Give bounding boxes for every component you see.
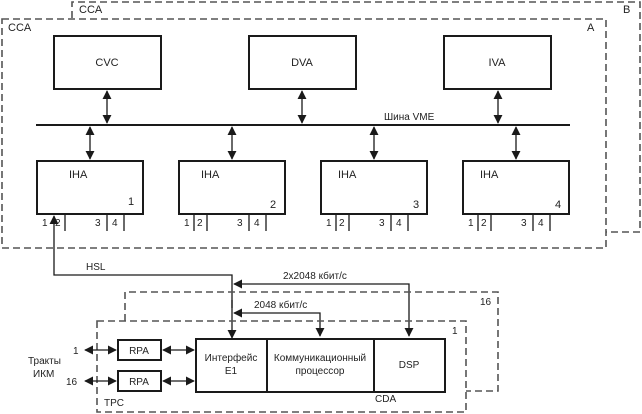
svg-text:4: 4 <box>555 199 561 211</box>
svg-text:IHA: IHA <box>338 169 357 181</box>
svg-text:IHA: IHA <box>480 169 499 181</box>
frame-group-16 <box>124 291 499 392</box>
single-rate-label: 2048 кбит/с <box>254 299 307 311</box>
double-rate-link <box>233 279 414 337</box>
svg-text:DSP: DSP <box>399 360 420 371</box>
unit-cvc: CVC <box>53 35 162 90</box>
unit-iha-2: IHA 2 <box>178 160 286 215</box>
frame-b-label: CCA <box>79 4 103 16</box>
unit-iha-3: IHA 3 <box>320 160 428 215</box>
frame-b-corner: B <box>623 4 630 16</box>
frame-b <box>71 1 641 233</box>
e1-interface-block: Интерфейс E1 <box>195 338 268 393</box>
hsl-label: HSL <box>86 262 106 273</box>
svg-text:DVA: DVA <box>291 57 313 69</box>
frame-a-label: CCA <box>8 22 32 34</box>
unit-dva: DVA <box>248 35 357 90</box>
iha-port-label: 4 <box>396 218 402 229</box>
dsp-block: DSP <box>373 338 446 393</box>
frame-a <box>1 18 607 249</box>
svg-text:RPA: RPA <box>129 377 149 388</box>
rpa-block-16: RPA <box>117 370 162 392</box>
svg-text:1: 1 <box>128 196 134 208</box>
svg-text:IHA: IHA <box>201 169 220 181</box>
trunk-16-label: 16 <box>66 377 78 388</box>
iha-port-label: 4 <box>112 218 118 229</box>
svg-text:2: 2 <box>270 199 276 211</box>
iha-port-label: 1 <box>42 218 48 229</box>
tpc-label: TPC <box>104 398 124 409</box>
iha-port-label: 2 <box>339 218 345 229</box>
iha-port-label: 3 <box>95 218 101 229</box>
iha-port-label: 3 <box>237 218 243 229</box>
frame-a-corner: A <box>587 22 595 34</box>
iha-port-label: 4 <box>254 218 260 229</box>
iha-port-label: 4 <box>538 218 544 229</box>
trunks-label-line1: Тракты <box>28 356 61 367</box>
svg-text:Коммуникационный: Коммуникационный <box>274 353 366 364</box>
iha-port-label: 3 <box>379 218 385 229</box>
iha-port-label: 1 <box>326 218 332 229</box>
iha-port-label: 2 <box>481 218 487 229</box>
iha-port-label: 2 <box>55 218 61 229</box>
trunks-label-line2: ИКМ <box>33 369 54 380</box>
hsl-link <box>49 215 233 308</box>
trunk-1-label: 1 <box>73 346 79 357</box>
frame-group-1-label: 1 <box>452 326 458 337</box>
vme-bus-label: Шина VME <box>384 112 435 123</box>
iha-port-label: 3 <box>521 218 527 229</box>
unit-iha-1: IHA 1 <box>36 160 144 215</box>
iha-port-label: 1 <box>468 218 474 229</box>
cda-label: CDA <box>375 394 396 405</box>
frame-group-16-label: 16 <box>480 297 492 308</box>
rpa-block-1: RPA <box>117 339 162 361</box>
svg-text:CVC: CVC <box>95 57 118 69</box>
unit-iva: IVA <box>443 35 552 90</box>
single-rate-link <box>233 308 325 337</box>
unit-iha-4: IHA 4 <box>462 160 570 215</box>
iha-port-label: 2 <box>197 218 203 229</box>
svg-text:IVA: IVA <box>489 57 507 69</box>
svg-text:3: 3 <box>413 199 419 211</box>
iha-port-label: 1 <box>184 218 190 229</box>
svg-text:E1: E1 <box>225 366 238 377</box>
svg-text:процессор: процессор <box>296 366 345 377</box>
frame-group-1 <box>96 320 467 413</box>
svg-text:RPA: RPA <box>129 346 149 357</box>
svg-text:Интерфейс: Интерфейс <box>205 352 258 364</box>
comm-processor-block: Коммуникационный процессор <box>266 338 375 393</box>
double-rate-label: 2x2048 кбит/с <box>283 270 347 282</box>
svg-text:IHA: IHA <box>69 169 88 181</box>
